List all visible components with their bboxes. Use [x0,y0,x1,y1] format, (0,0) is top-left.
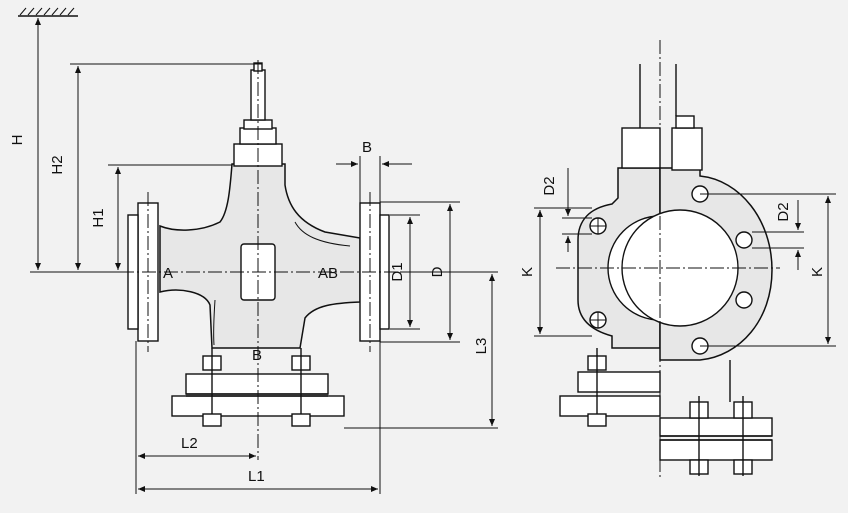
label-port-ab: AB [318,265,338,282]
label-b-top: B [362,139,372,156]
label-k-left: K [519,267,536,277]
label-port-b: B [252,347,262,364]
label-port-a: A [163,265,173,282]
label-h2: H2 [49,155,66,174]
label-d1: D1 [389,262,406,281]
bolt-left [202,348,222,427]
label-d2-right: D2 [775,202,792,221]
label-d2-left: D2 [541,176,558,195]
side-view: D2 K D2 K [519,40,836,480]
label-l2: L2 [181,435,198,452]
label-l1: L1 [248,468,265,485]
bolt-hole-right-mid-top [735,231,753,249]
label-h1: H1 [90,208,107,227]
front-view: H H2 H1 B D1 D A AB B L3 L2 L1 [9,7,498,494]
bolt-right [291,348,311,427]
label-d: D [429,266,446,277]
bottom-flange-b [185,373,329,395]
bolt-hole-right-mid-bottom [735,291,753,309]
label-l3: L3 [473,338,490,355]
label-k-right: K [809,267,826,277]
ground-hatch-symbol [18,7,78,17]
label-h: H [9,135,26,146]
